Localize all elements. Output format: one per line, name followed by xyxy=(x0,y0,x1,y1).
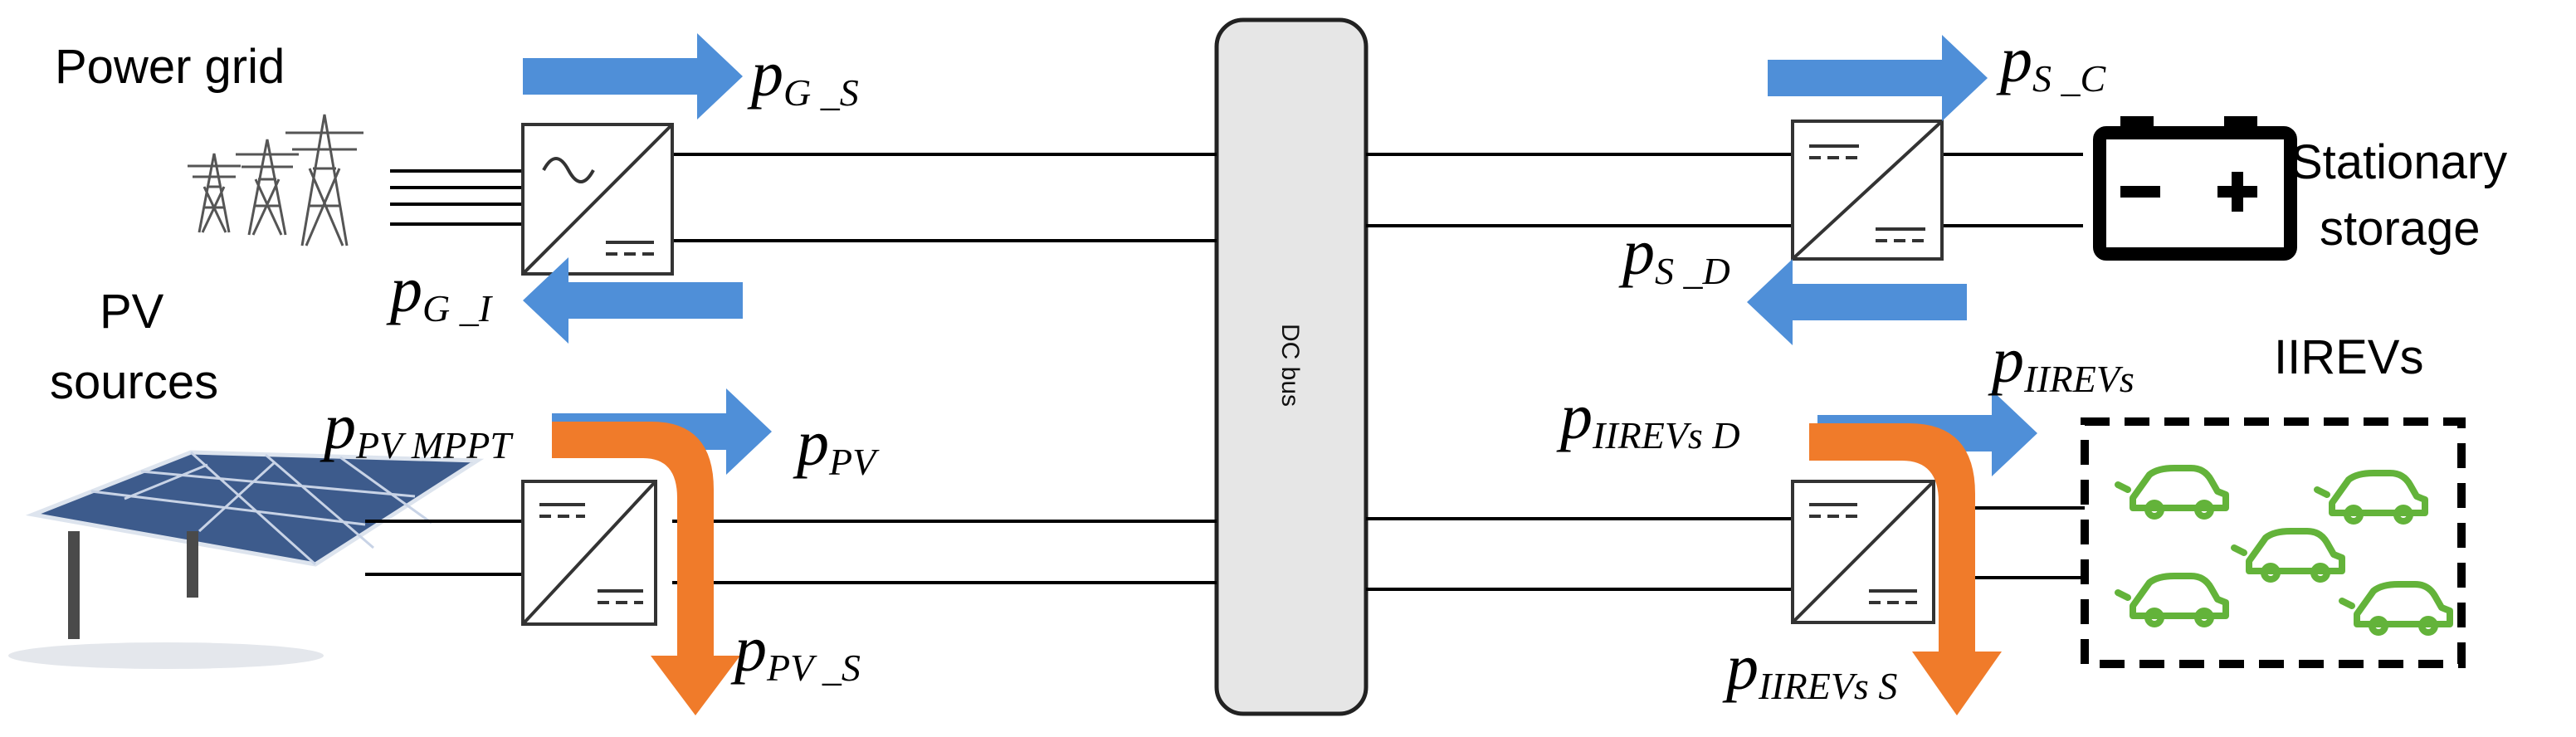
label-ppv-mppt: pPV MPPT xyxy=(320,390,514,466)
label-ps-c: pS _C xyxy=(1996,23,2107,100)
battery-icon xyxy=(2093,116,2297,261)
storage-lines xyxy=(1366,153,2083,227)
label-ppv-s: pPV _S xyxy=(730,613,861,689)
label-pg-s: pG _S xyxy=(747,37,859,114)
iirevs-lines xyxy=(1366,506,2085,591)
dc-bus xyxy=(1214,17,1368,716)
flow-arrow-pg-i xyxy=(523,257,743,344)
label-ps-d: pS _D xyxy=(1618,216,1730,292)
iirevs-label: IIREVs xyxy=(2274,330,2424,384)
dc-bus-label: DC bus xyxy=(1276,324,1304,407)
flow-arrow-piirevs-s xyxy=(1809,423,2002,715)
label-pg-i: pG _I xyxy=(386,253,494,329)
label-ppv: pPV xyxy=(793,407,880,483)
pv-panel-icon xyxy=(8,450,485,669)
label-piirevs-s: pIIREVs S xyxy=(1722,631,1897,707)
power-grid-label: Power grid xyxy=(55,40,285,94)
transmission-tower-icon xyxy=(188,114,363,246)
pv-sources-label-line1: PV xyxy=(100,285,164,339)
pv-lines xyxy=(365,520,1217,584)
flow-arrow-ppv-s xyxy=(552,422,740,715)
label-piirevs-d: pIIREVs D xyxy=(1556,380,1740,456)
ac-dc-converter xyxy=(521,123,674,276)
flow-arrow-ps-d xyxy=(1747,259,1967,345)
iirevs-group-box xyxy=(2081,417,2466,668)
label-piirevs: pIIREVs xyxy=(1988,324,2134,400)
pv-sources-label-line2: sources xyxy=(50,355,218,409)
flow-arrow-ps-c xyxy=(1768,35,1988,121)
pv-dc-dc-converter xyxy=(521,480,657,626)
ev-car-icon xyxy=(2115,465,2453,636)
stationary-storage-label-line1: Stationary xyxy=(2291,135,2507,189)
storage-dc-dc-converter xyxy=(1791,120,1944,261)
flow-arrow-pg-s xyxy=(523,33,743,120)
stationary-storage-label-line2: storage xyxy=(2320,202,2480,256)
grid-lines xyxy=(390,153,1217,242)
iirevs-dc-dc-converter xyxy=(1791,480,1935,624)
